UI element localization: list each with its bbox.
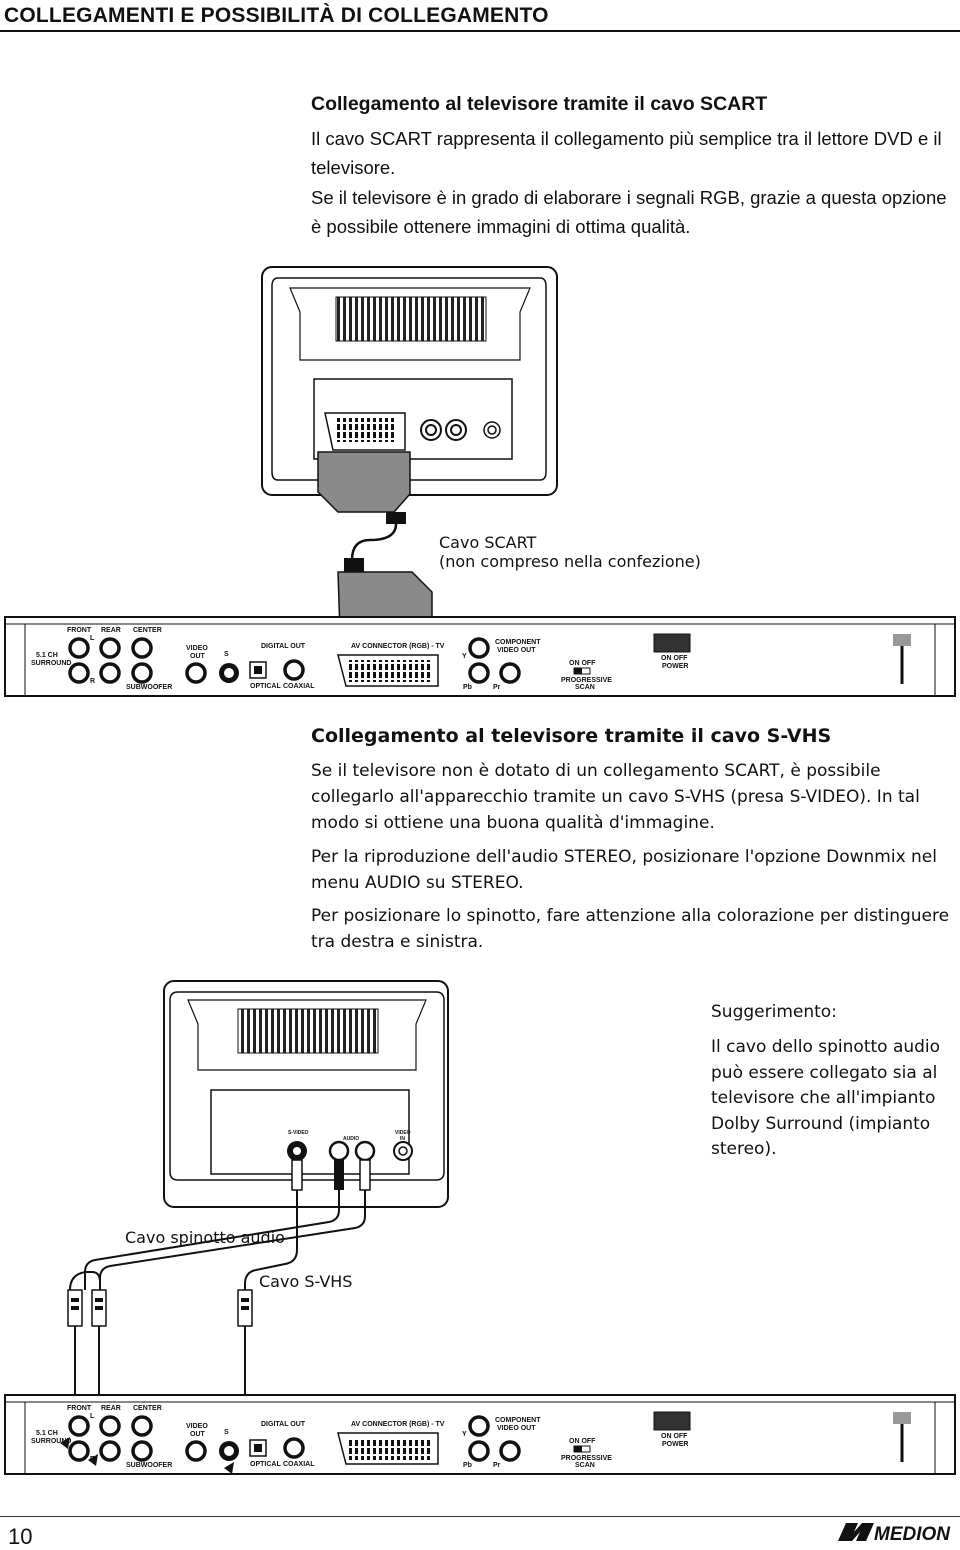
section-heading-svhs: Collegamento al televisore tramite il ca…: [311, 725, 832, 747]
panel-label-optical: OPTICAL: [250, 683, 281, 690]
panel2-label-progressive1: PROGRESSIVE: [561, 1455, 612, 1462]
panel2-label-front: FRONT: [67, 1405, 92, 1412]
tv2-label-video: VIDEO: [395, 1130, 411, 1136]
rca-jacks-surround-2: [68, 1415, 153, 1462]
video-out-jack: [185, 662, 207, 684]
panel2-label-surround2: SURROUND: [31, 1438, 71, 1445]
panel2-label-optical: OPTICAL: [250, 1461, 281, 1468]
panel2-label-y: Y: [462, 1431, 467, 1438]
panel2-label-component1: COMPONENT: [495, 1417, 541, 1424]
panel2-label-digital-out: DIGITAL OUT: [261, 1421, 306, 1428]
panel2-label-component2: VIDEO OUT: [497, 1425, 536, 1432]
dvd-back-panel-2: FRONT REAR CENTER L R 5.1 CH SURROUND SU…: [4, 1394, 956, 1475]
panel-label-l: L: [90, 635, 95, 642]
power-cord-plug: [893, 634, 911, 646]
tip-text: Il cavo dello spinotto audio può essere …: [711, 1037, 941, 1159]
panel-label-digital-out: DIGITAL OUT: [261, 643, 306, 650]
panel-label-pb: Pb: [463, 684, 472, 691]
panel-label-surround1: 5.1 CH: [36, 652, 58, 659]
panel2-label-on-off: ON OFF: [569, 1438, 596, 1445]
panel-label-power2: POWER: [662, 663, 688, 670]
panel2-label-rear: REAR: [101, 1405, 121, 1412]
panel2-label-video2: OUT: [190, 1431, 206, 1438]
logo-wordmark: MEDION: [874, 1524, 951, 1545]
dvd-back-panel-1: FRONT REAR CENTER L R 5.1 CH SURROUND SU…: [4, 616, 956, 697]
tv2-label-audio: AUDIO: [343, 1136, 359, 1142]
panel2-label-s: S: [224, 1429, 229, 1436]
component-jacks: [468, 637, 521, 684]
paragraph-scart-1: Il cavo SCART rappresenta il collegament…: [311, 128, 942, 178]
panel2-label-progressive2: SCAN: [575, 1462, 595, 1469]
page-header: COLLEGAMENTI E POSSIBILITÀ DI COLLEGAMEN…: [0, 0, 960, 34]
panel2-label-video1: VIDEO: [186, 1423, 208, 1430]
panel2-label-l: L: [90, 1413, 95, 1420]
tv-svhs-illustration: S-VIDEO AUDIO VIDEO IN: [63, 980, 449, 1465]
panel-label-coaxial: COAXIAL: [283, 683, 315, 690]
panel-label-front: FRONT: [67, 627, 92, 634]
panel2-label-pr: Pr: [493, 1462, 501, 1469]
panel-label-video1: VIDEO: [186, 645, 208, 652]
panel-label-pr: Pr: [493, 684, 501, 691]
caption-audio-cable: Cavo spinotto audio: [125, 1228, 285, 1247]
panel-label-y: Y: [462, 653, 467, 660]
panel-label-component2: VIDEO OUT: [497, 647, 536, 654]
header-rule: [0, 30, 960, 32]
panel-label-progressive1: PROGRESSIVE: [561, 677, 612, 684]
paragraph-scart-2: Se il televisore è in grado di elaborare…: [311, 187, 947, 237]
panel2-label-coaxial: COAXIAL: [283, 1461, 315, 1468]
paragraph-svhs-2: Per la riproduzione dell'audio STEREO, p…: [311, 847, 937, 893]
tip-title: Suggerimento:: [711, 1002, 837, 1022]
paragraph-svhs-1: Se il televisore non è dotato di un coll…: [311, 761, 920, 833]
coaxial-jack: [283, 659, 305, 681]
section-heading-scart: Collegamento al televisore tramite il ca…: [311, 93, 768, 115]
caption-scart-line2: (non compreso nella confezione): [439, 552, 701, 571]
panel2-label-power1: ON OFF: [661, 1433, 688, 1440]
page-title: COLLEGAMENTI E POSSIBILITÀ DI COLLEGAMEN…: [4, 4, 549, 27]
panel-label-progressive2: SCAN: [575, 684, 595, 691]
panel-label-subwoofer: SUBWOOFER: [126, 684, 172, 691]
page-number: 10: [8, 1524, 33, 1549]
panel2-label-av-connector: AV CONNECTOR (RGB) - TV: [351, 1421, 445, 1428]
tv-scart-illustration: [261, 266, 558, 633]
caption-svhs-cable: Cavo S-VHS: [259, 1272, 353, 1291]
medion-logo: MEDION: [838, 1523, 951, 1545]
panel-label-center: CENTER: [133, 627, 162, 634]
panel2-label-center: CENTER: [133, 1405, 162, 1412]
panel2-label-power2: POWER: [662, 1441, 688, 1448]
panel-label-s: S: [224, 651, 229, 658]
panel2-label-surround1: 5.1 CH: [36, 1430, 58, 1437]
rca-jacks-surround: [68, 637, 153, 684]
panel2-label-subwoofer: SUBWOOFER: [126, 1462, 172, 1469]
panel-label-r: R: [90, 678, 95, 685]
power-switch: [653, 633, 691, 653]
panel-label-power1: ON OFF: [661, 655, 688, 662]
footer-rule: [0, 1516, 960, 1517]
panel-label-video2: OUT: [190, 653, 206, 660]
panel2-label-pb: Pb: [463, 1462, 472, 1469]
paragraph-svhs-3: Per posizionare lo spinotto, fare attenz…: [311, 906, 950, 952]
panel-label-rear: REAR: [101, 627, 121, 634]
panel-label-av-connector: AV CONNECTOR (RGB) - TV: [351, 643, 445, 650]
caption-scart-cable: Cavo SCART (non compreso nella confezion…: [439, 533, 701, 571]
panel-label-component1: COMPONENT: [495, 639, 541, 646]
tv2-label-in: IN: [400, 1136, 405, 1142]
tv2-label-svideo: S-VIDEO: [288, 1130, 309, 1136]
panel-label-on-off: ON OFF: [569, 660, 596, 667]
panel-label-surround2: SURROUND: [31, 660, 71, 667]
caption-scart-line1: Cavo SCART: [439, 533, 537, 552]
